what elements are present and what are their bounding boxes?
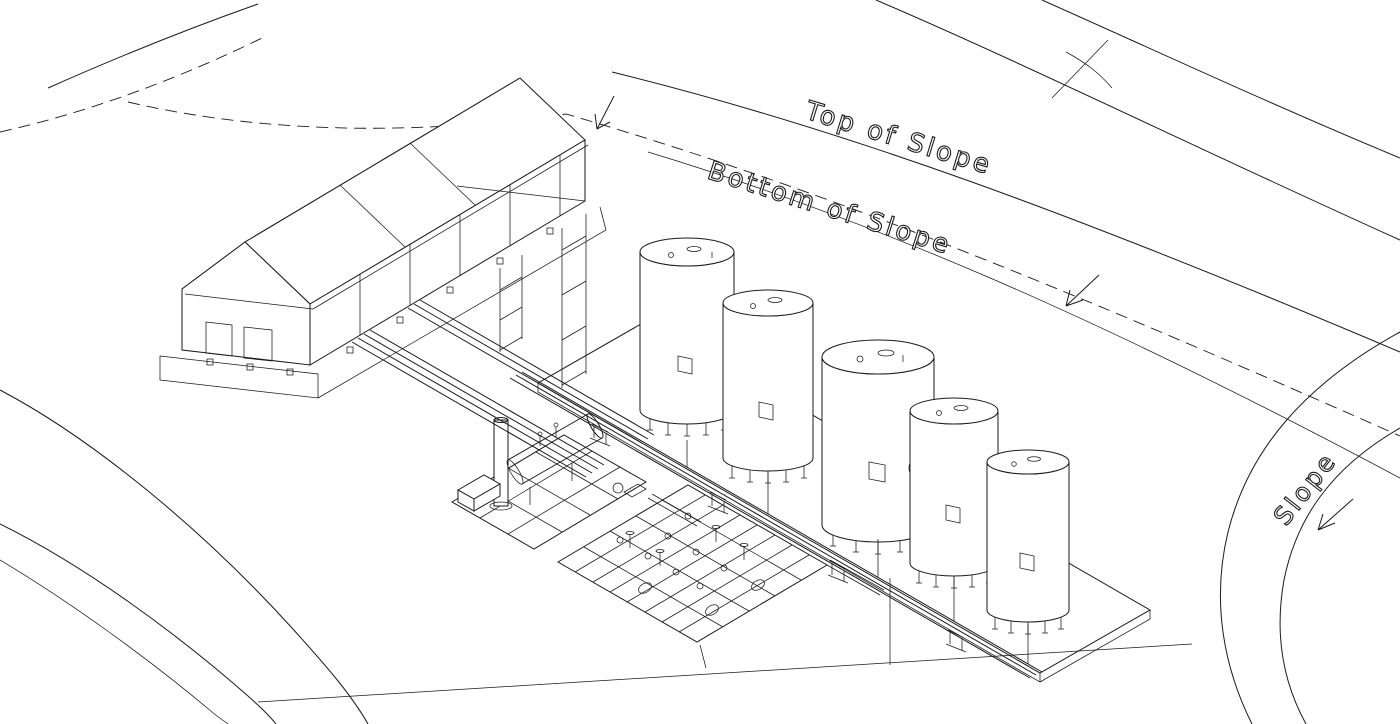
burner-box (456, 474, 502, 512)
top-of-slope-label: Top of Slope (801, 96, 996, 182)
slope-arrows (594, 95, 1354, 531)
slope-direction-arrow-icon (1317, 498, 1354, 531)
building-walls (181, 139, 589, 366)
manifold-skid (557, 484, 828, 669)
storage-tank-1 (639, 237, 735, 437)
pump-unit (612, 482, 647, 498)
slope-direction-arrow-icon (1065, 274, 1100, 307)
pipe-supports (589, 423, 967, 653)
slope-direction-arrow-icon (594, 95, 615, 130)
storage-tank-3 (821, 339, 935, 555)
building-foundation (159, 206, 607, 399)
gable-roof-building (159, 77, 607, 399)
equipment-skid (451, 413, 647, 550)
storage-tank-2 (722, 289, 814, 484)
pipe-bridge-frames (499, 214, 587, 388)
valve-fittings (616, 512, 765, 616)
bottom-of-slope-label: Bottom of Slope (704, 156, 955, 261)
horizontal-vessel (506, 413, 604, 505)
storage-tanks (639, 237, 1070, 635)
piping-runs (351, 299, 1043, 679)
storage-tank-4 (909, 397, 999, 589)
storage-tank-5 (986, 449, 1070, 635)
